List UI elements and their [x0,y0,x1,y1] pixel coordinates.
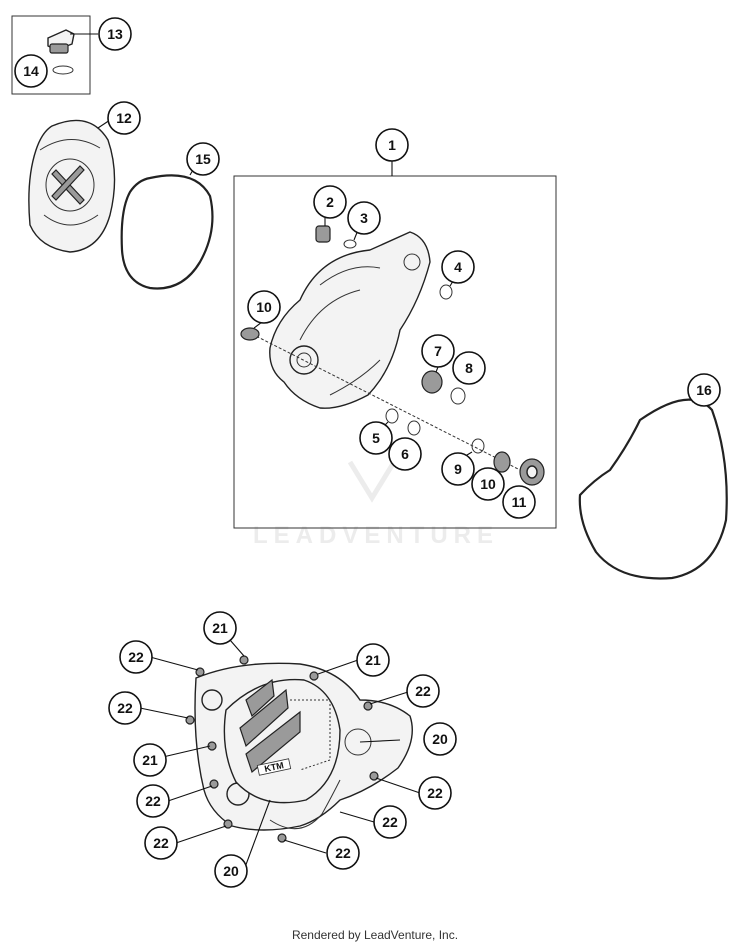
svg-text:4: 4 [454,259,462,275]
callout-14: 14 [14,54,48,88]
part-2-plug [315,216,331,243]
svg-text:10: 10 [480,476,496,492]
callout-8: 8 [452,351,486,385]
callouts: 13 14 12 15 1 2 3 4 10 7 8 5 6 9 10 11 1… [14,17,721,888]
callout-22-rightmid: 22 [418,776,452,810]
callout-4: 4 [441,250,475,284]
callout-22-leftupper: 22 [108,691,142,725]
part-8-circlip [450,387,466,405]
callout-22-leftmid: 22 [136,784,170,818]
inner-clutch-cover [251,231,521,471]
svg-text:10: 10 [256,299,272,315]
outer-clutch-cover [28,119,116,253]
callout-10-lower: 10 [471,467,505,501]
clutch-cover-gasket [120,164,214,290]
callout-12: 12 [107,101,141,135]
part-6-circlip [407,420,421,436]
svg-text:22: 22 [335,845,351,861]
svg-text:22: 22 [145,793,161,809]
svg-text:2: 2 [326,194,334,210]
svg-text:22: 22 [117,700,133,716]
callout-13: 13 [98,17,132,51]
callout-7: 7 [421,334,455,368]
callout-21-top: 21 [203,611,237,645]
svg-text:21: 21 [142,752,158,768]
svg-text:22: 22 [128,649,144,665]
svg-text:21: 21 [212,620,228,636]
callout-5: 5 [359,421,393,455]
callout-9: 9 [441,452,475,486]
svg-text:7: 7 [434,343,442,359]
inset-box-oil-plug [11,15,98,95]
svg-text:22: 22 [153,835,169,851]
svg-text:3: 3 [360,210,368,226]
callout-2: 2 [313,185,347,219]
callout-11: 11 [502,485,536,519]
svg-text:15: 15 [195,151,211,167]
callout-15: 15 [186,142,220,176]
inner-clutch-cover-assembly-frame [233,160,557,529]
svg-text:5: 5 [372,430,380,446]
inner-cover-gasket [578,395,728,580]
callout-21-right: 21 [356,643,390,677]
svg-text:13: 13 [107,26,123,42]
bottom-leaders [139,639,421,871]
svg-text:12: 12 [116,110,132,126]
watermark: LEADVENTURE [253,460,499,549]
part-10-seal-lower [493,451,511,473]
svg-text:22: 22 [382,814,398,830]
callout-22-bottom: 22 [326,836,360,870]
svg-text:1: 1 [388,137,396,153]
part-11-bearing [519,458,545,486]
svg-text:22: 22 [427,785,443,801]
clutch-cover-assembly: KTM [194,662,413,831]
callout-20-right: 20 [423,722,457,756]
callout-20-bottom: 20 [214,854,248,888]
callout-6: 6 [388,437,422,471]
svg-text:16: 16 [696,382,712,398]
svg-text:14: 14 [23,63,39,79]
watermark-text: LEADVENTURE [253,522,499,549]
svg-text:20: 20 [432,731,448,747]
callout-10-upper: 10 [247,290,281,324]
svg-text:22: 22 [415,683,431,699]
callout-22-rightlow: 22 [373,805,407,839]
callout-16: 16 [687,373,721,407]
callout-22-topleft: 22 [119,640,153,674]
svg-text:9: 9 [454,461,462,477]
callout-21-left: 21 [133,743,167,777]
svg-text:6: 6 [401,446,409,462]
svg-text:11: 11 [512,494,527,510]
callout-3: 3 [347,201,381,235]
svg-text:21: 21 [365,652,381,668]
callout-22-leftlow: 22 [144,826,178,860]
callout-1: 1 [375,128,409,162]
cover-logo: KTM [263,760,284,774]
svg-text:20: 20 [223,863,239,879]
footer-credit: Rendered by LeadVenture, Inc. [291,928,459,942]
svg-text:8: 8 [465,360,473,376]
callout-22-topright: 22 [406,674,440,708]
